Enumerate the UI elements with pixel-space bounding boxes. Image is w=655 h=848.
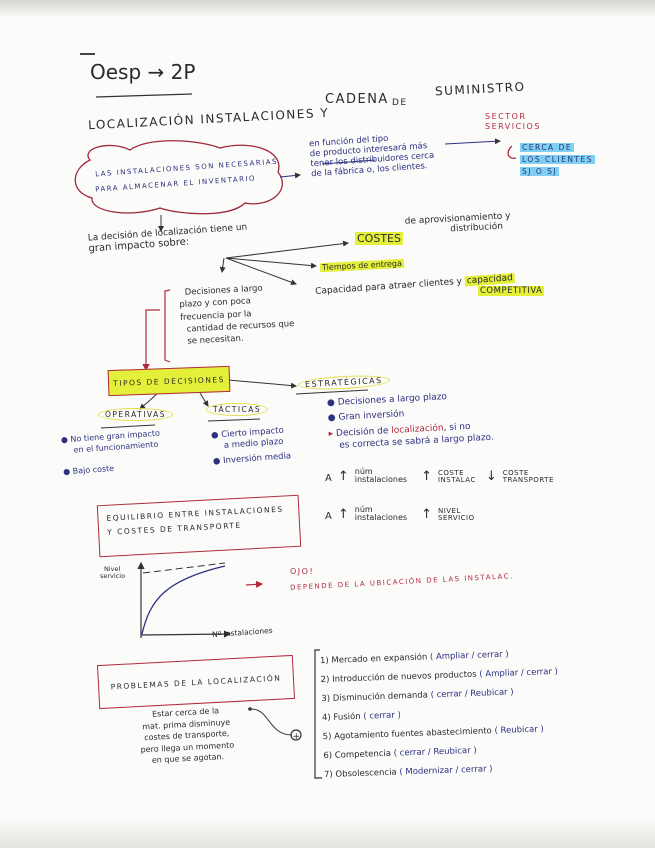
arrow-cloud-to-note [279,172,301,179]
tacticas-list: ● Cierto impacto a medio plazo ● Inversi… [210,425,292,467]
services-hook [507,145,517,159]
problemas-list: 1) Mercado en expansión ( Ampliar / cerr… [320,644,562,785]
underline-estrategicas [295,389,369,395]
page-title: Oesp → 2P [90,60,196,84]
arrow-to-tipos [142,309,160,372]
arrow-to-ojo [245,580,264,588]
equilibrio-box: Equilibrio entre instalaciones y costes … [96,494,302,558]
services-label: Sector Servicios [485,112,541,131]
estrategicas-list: ● Decisiones a largo plazo ● Gran invers… [327,388,494,452]
ojo-title: Ojo! [290,567,315,576]
title-underline [95,93,193,98]
paper-edge-bottom [0,818,655,848]
topic-cadena: Cadena [325,92,389,107]
arrow-to-estrategicas [227,379,297,389]
graph-ylabel: Nivel servicio [100,565,126,581]
arrow-to-long-term [219,257,226,273]
connector-note [249,708,293,736]
graph-x-axis [140,630,232,638]
tacticas-title: Tácticas [206,403,269,416]
arrow-to-tacticas [199,392,209,407]
svg-text:+: + [293,732,301,742]
tipos-decisiones-box: Tipos de decisiones [107,365,231,397]
graph-curve [141,565,226,635]
arrow-to-services [444,138,501,145]
underline-tipo [321,159,376,165]
services-highlight: Cerca de los clientes SJ o SJ [520,143,596,176]
problemas-note: Estar cerca de la mat. prima disminuye c… [140,706,235,766]
arrow-to-operativas [139,392,159,410]
arrow-to-tiempos [225,257,317,269]
long-term-note: Decisiones a largo plazo y con poca frec… [179,283,295,347]
paper-edge-top [0,0,655,18]
topic-de: de [392,98,408,108]
list-bracket [314,649,322,779]
operativas-title: Operativas [98,408,173,421]
underline-operativas [100,424,156,429]
costes-label: COSTES [355,232,403,245]
cloud-outline [74,140,284,215]
plus-circle-icon [290,729,302,741]
operativas-list: ● No tiene gran impacto en el funcionami… [61,429,163,478]
competitiva-label: COMPETITIVA [478,286,545,296]
underline-tacticas [207,418,261,422]
graph-asymptote [142,562,226,574]
arrow-to-capacidad [225,257,297,286]
arrow-to-costes [225,240,349,259]
brace-long-term [164,289,171,363]
